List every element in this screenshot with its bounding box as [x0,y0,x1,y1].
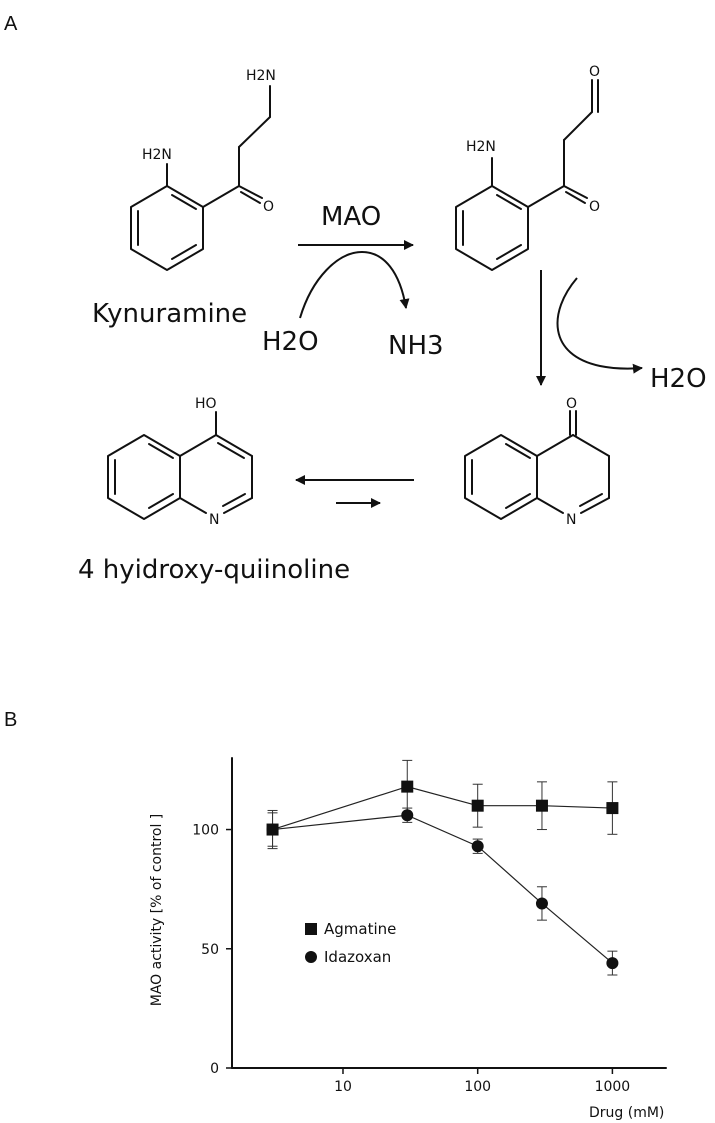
hydroxyquinoline-hydroxy: HO [195,396,217,412]
idazoxan-point [266,823,279,836]
water-in-label: H2O [262,327,319,357]
y-tick-label: 0 [210,1061,219,1077]
idazoxan-point [606,957,619,970]
ammonia-label: NH3 [388,331,444,361]
water-release-arrow [556,277,643,374]
quinolinone-nitrogen: N [566,512,576,528]
y-tick-label: 50 [201,942,219,958]
x-tick-label: 1000 [595,1079,631,1095]
mao-activity-chart: MAO activity [% of control ] Drug (mM) 1… [149,757,667,1121]
agmatine-point [471,799,484,812]
quinolinone-oxygen: O [566,396,577,412]
hydroxyquinoline-structure: HO N [107,396,253,528]
kynuramine-terminal-amine: H2N [246,68,276,84]
kynuramine-label: Kynuramine [92,299,247,329]
idazoxan-point [471,840,484,853]
data-marks [266,759,619,976]
idazoxan-series-line [272,814,613,964]
ammonia-release-arrow [299,250,410,319]
agmatine-point [606,802,619,815]
aldehyde-oxygen: O [589,64,600,80]
quinolinone-structure: O N [464,396,610,528]
x-axis-label: Drug (mM) [589,1105,664,1121]
aldehyde-intermediate-structure: H2N O O [455,64,600,271]
y-tick-label: 100 [192,823,219,839]
idazoxan-legend-label: Idazoxan [324,948,391,966]
y-axis-label: MAO activity [% of control ] [149,814,165,1007]
aldehyde-ketone-oxygen: O [589,199,600,215]
mao-label: MAO [321,202,381,232]
x-tick-label: 100 [464,1079,491,1095]
kynuramine-aryl-amine: H2N [142,147,172,163]
agmatine-legend-marker [305,923,317,935]
agmatine-legend-label: Agmatine [324,920,396,938]
water-out-label: H2O [650,364,707,394]
agmatine-series-line [272,785,613,831]
idazoxan-point [401,809,414,822]
agmatine-point [401,780,414,793]
product-label: 4 hyidroxy-quiinoline [78,555,350,585]
panel-b-label: B [4,709,17,731]
kynuramine-ketone-oxygen: O [263,199,274,215]
x-tick-label: 10 [334,1079,352,1095]
hydroxyquinoline-nitrogen: N [209,512,219,528]
axis-ticks: 10 100 1000 0 50 100 [192,823,630,1095]
idazoxan-legend-marker [305,951,317,963]
panel-a-label: A [4,13,18,35]
idazoxan-point [535,897,548,910]
aldehyde-aryl-amine: H2N [466,139,496,155]
kynuramine-structure: H2N H2N O [130,68,276,271]
agmatine-point [535,799,548,812]
